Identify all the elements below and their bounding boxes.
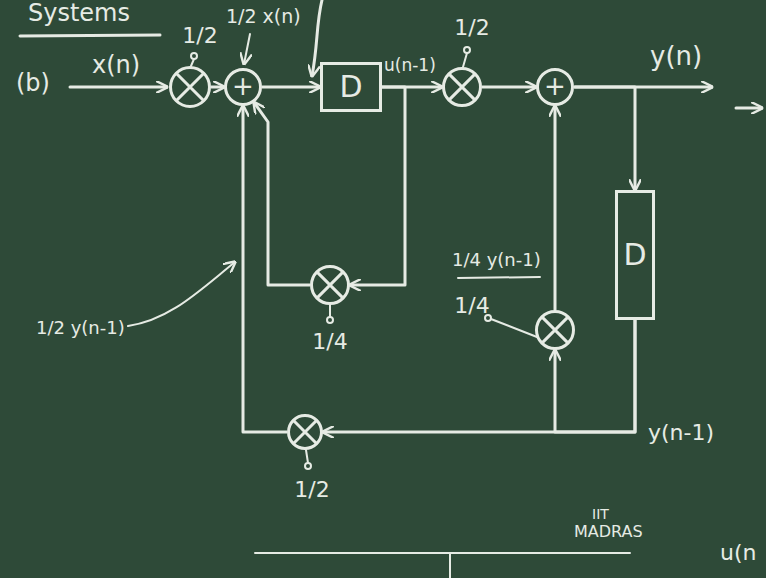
coefficient-stem [329, 305, 331, 317]
multiplier-circle: 1/4 [310, 265, 350, 305]
multiplier-symbol [287, 414, 323, 450]
multiplier-symbol [442, 67, 482, 107]
delay-box: D [615, 190, 654, 320]
leader-line [244, 34, 250, 64]
multiplier-circle: 1/2 [442, 67, 482, 107]
coefficient-label: 1/2 [182, 23, 217, 48]
coefficient-label: 1/2 [454, 15, 489, 40]
adder-circle: + [224, 68, 262, 106]
signal-connector [254, 102, 310, 285]
coefficient-label: 1/2 [294, 477, 329, 502]
multiplier-ring [289, 416, 322, 449]
multiplier-ring [444, 69, 481, 106]
signal-name: 1/4 y(n-1) [452, 250, 541, 271]
multiplier-ring [537, 312, 574, 349]
figure-tag: (b) [16, 70, 50, 98]
multiplier-circle: 1/2 [287, 414, 323, 450]
signal-name: y(n) [650, 42, 702, 72]
signal-name: 1/2 x(n) [226, 6, 301, 28]
signal-name: u(n [720, 540, 756, 565]
leader-line [128, 262, 235, 326]
coefficient-stem [463, 53, 467, 67]
watermark: MADRAS [574, 523, 643, 541]
adder-sign: + [544, 72, 566, 102]
multiplier-circle: 1/4 [535, 310, 575, 350]
coefficient-stem [306, 450, 308, 463]
watermark: IIT [592, 506, 609, 522]
multiplier-cross [293, 420, 317, 444]
multiplier-symbol [535, 310, 575, 350]
signal-connector [574, 87, 635, 190]
coefficient-label: 1/4 [312, 329, 347, 354]
adder-circle: + [536, 68, 574, 106]
coefficient-dot [191, 53, 197, 59]
signal-connector [350, 87, 405, 285]
multiplier-ring [312, 267, 349, 304]
signal-name: y(n-1) [648, 420, 714, 445]
signal-name: x(n) [92, 52, 140, 80]
coefficient-stem [191, 59, 194, 66]
multiplier-symbol [310, 265, 350, 305]
multiplier-cross [541, 316, 568, 343]
board-title: Systems [28, 0, 130, 28]
coefficient-label: 1/4 [454, 293, 489, 318]
coefficient-dot [327, 317, 333, 323]
board-frame [255, 553, 630, 578]
multiplier-cross [316, 271, 343, 298]
delay-label: D [623, 238, 646, 273]
delay-label: D [339, 70, 362, 105]
signal-connector [323, 320, 635, 432]
signal-connector [482, 86, 536, 89]
coefficient-dot [305, 463, 311, 469]
multiplier-circle: 1/2 [169, 66, 211, 108]
side-arrow [736, 107, 762, 110]
adder-sign: + [232, 72, 254, 102]
signal-connector [211, 86, 224, 89]
signal-connector [554, 106, 557, 310]
label-underline [458, 277, 540, 278]
signal-name: u(n-1) [384, 56, 436, 76]
multiplier-symbol [169, 66, 211, 108]
signal-name: 1/2 y(n-1) [36, 318, 125, 339]
input-wire [70, 86, 167, 89]
coefficient-dot [464, 47, 470, 53]
multiplier-cross [448, 73, 475, 100]
signal-connector [243, 106, 287, 432]
delay-box: D [320, 62, 382, 112]
multiplier-cross [176, 73, 205, 102]
signal-connector [555, 320, 635, 432]
multiplier-ring [171, 68, 210, 107]
title-underline [20, 35, 160, 36]
coefficient-stem [491, 319, 537, 337]
signal-connector [262, 86, 320, 89]
